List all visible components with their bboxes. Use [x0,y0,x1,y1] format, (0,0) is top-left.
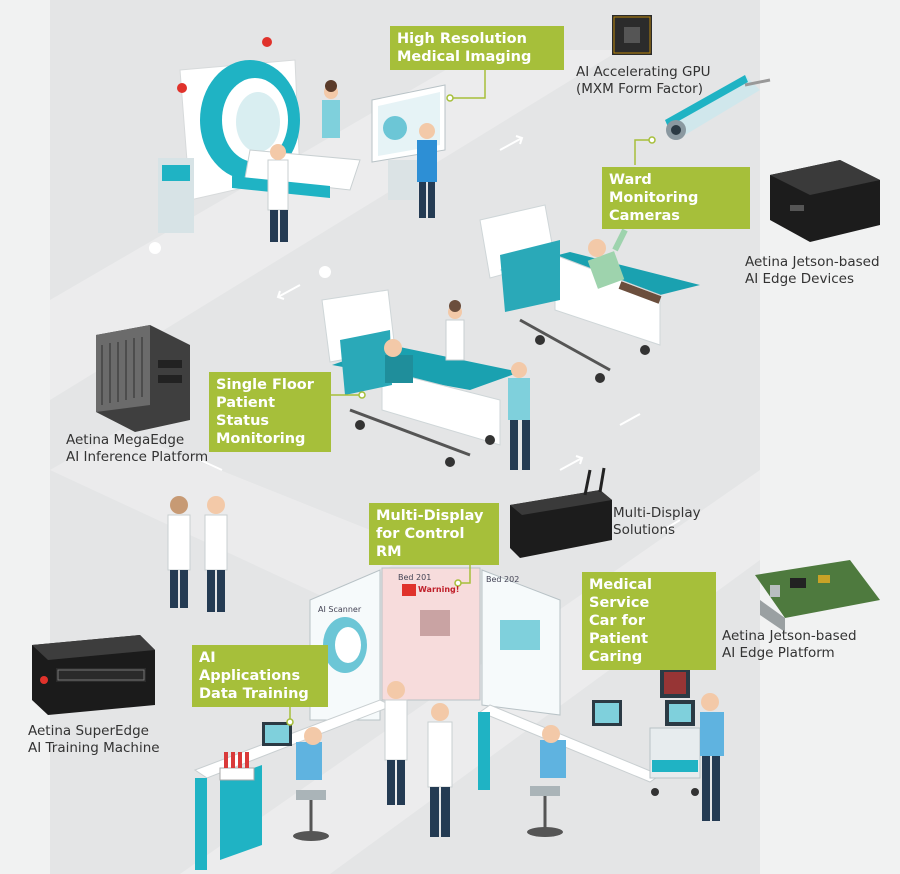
corridor-mid [50,430,420,600]
router-box-icon [510,467,612,558]
callout-service-car: Medical Service Car for Patient Caring [582,572,716,670]
medical-cart-icon [649,668,701,796]
circuit-board-icon [755,560,880,632]
label-jetson-platform: Aetina Jetson-based AI Edge Platform [722,628,857,661]
patient-icon [587,228,662,304]
test-tube-rack [219,752,255,781]
warning-icon [402,584,416,596]
office-chair-icon [527,786,563,837]
label-superedge: Aetina SuperEdge AI Training Machine [28,723,160,756]
monitor-icon [262,722,292,746]
gpu-module-icon [612,15,652,55]
office-chair-icon [293,790,329,841]
callout-imaging: High Resolution Medical Imaging [390,26,564,70]
monitor-icon [592,700,622,726]
doctor-icon [167,496,191,608]
doctor-icon [417,123,437,218]
callout-multi-display-control: Multi-Display for Control RM [369,503,499,565]
label-gpu: AI Accelerating GPU (MXM Form Factor) [576,64,711,97]
control-room [309,567,561,721]
callout-ward-cameras: Ward Monitoring Cameras [602,167,750,229]
doctor-icon [445,300,465,361]
nurse-icon [322,80,340,138]
corridor-arrows [199,135,681,533]
label-jetson-devices: Aetina Jetson-based AI Edge Devices [745,254,880,287]
label-multi-display-solutions: Multi-Display Solutions [613,505,701,538]
operator-icon [540,725,566,778]
server-rack-icon [32,635,155,715]
doctor-icon [427,703,453,837]
edge-pc-icon [96,325,190,432]
doctor-icon [204,496,228,612]
corridor-upper [50,50,620,400]
screen-title-left: AI Scanner [318,605,362,614]
doctor-icon [384,681,408,805]
callout-floor-status: Single Floor Patient Status Monitoring [209,372,331,452]
operator-icon [296,727,322,780]
jetson-box-icon [770,160,880,242]
callout-data-training: AI Applications Data Training [192,645,328,707]
patient-icon [384,339,413,383]
hospital-bed-icon [321,289,520,467]
doctor-icon [267,144,289,242]
operator-icon [700,693,724,821]
security-camera-icon [665,75,771,140]
screen-title-right: Bed 202 [486,575,520,584]
nurse-icon [508,362,530,470]
screen-title-center: Bed 201 [398,573,432,582]
screen-warning-text: Warning! [418,585,460,594]
desk-right [478,704,662,783]
label-megaedge: Aetina MegaEdge AI Inference Platform [66,432,209,465]
